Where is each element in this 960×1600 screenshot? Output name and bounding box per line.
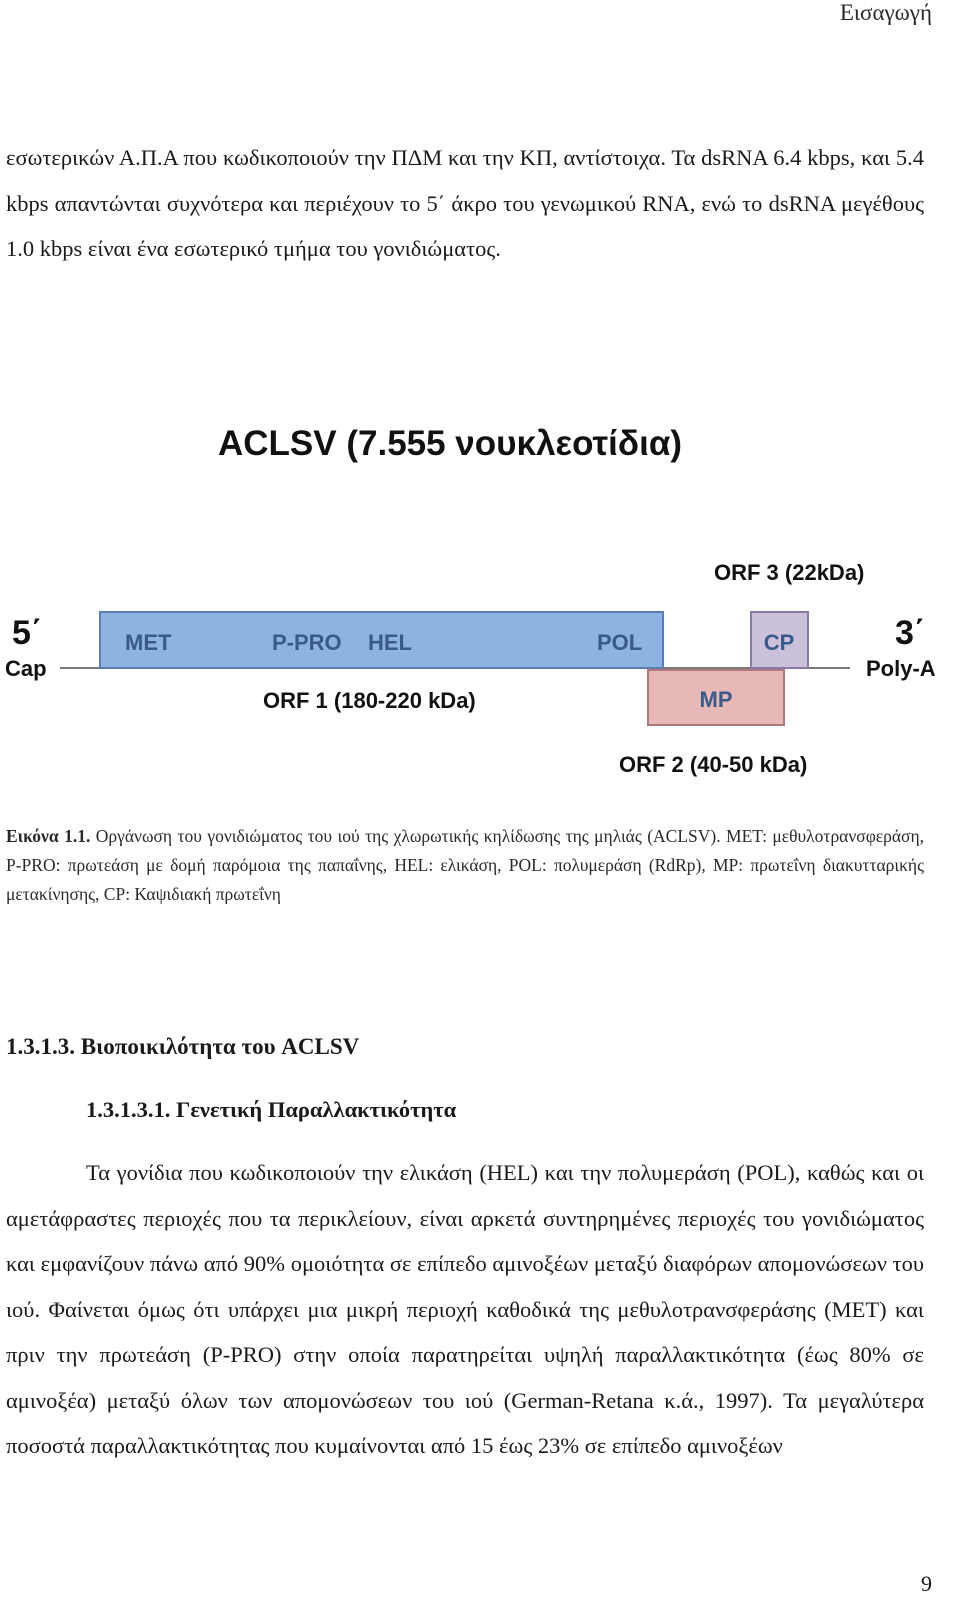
orf2-domain-mp: MP xyxy=(700,687,733,712)
running-header: Εισαγωγή xyxy=(839,0,932,25)
orf1-domain-met: MET xyxy=(125,630,172,655)
figure-title: ACLSV (7.555 νουκλεοτίδια) xyxy=(218,424,682,463)
orf2-label: ORF 2 (40-50 kDa) xyxy=(619,752,807,777)
orf1-label: ORF 1 (180-220 kDa) xyxy=(263,688,476,713)
figure-caption: Εικόνα 1.1. Οργάνωση του γονιδιώματος το… xyxy=(6,822,924,909)
orf1-domain-pol: POL xyxy=(597,630,642,655)
three-prime-poly-label: Poly-A xyxy=(866,656,936,681)
page-number: 9 xyxy=(921,1571,932,1596)
orf1-domain-p-pro: P-PRO xyxy=(272,630,342,655)
orf3-label: ORF 3 (22kDa) xyxy=(714,560,864,585)
three-prime-label: 3΄ xyxy=(895,614,925,652)
orf3-domain-cp: CP xyxy=(764,630,795,655)
orf1-domain-hel: HEL xyxy=(368,630,412,655)
genome-organization-diagram: ACLSV (7.555 νουκλεοτίδια) 5΄ Cap 3΄ Pol… xyxy=(5,424,936,777)
subsection-heading: 1.3.1.3.1. Γενετική Παραλλακτικότητα xyxy=(86,1097,457,1122)
figure-caption-label: Εικόνα 1.1. xyxy=(6,826,91,846)
figure-caption-text: Οργάνωση του γονιδιώματος του ιού της χλ… xyxy=(6,826,925,904)
orf1-box xyxy=(99,611,664,669)
body-paragraph: Τα γονίδια που κωδικοποιούν την ελικάση … xyxy=(6,1160,924,1458)
intro-paragraph: εσωτερικών Α.Π.Α που κωδικοποιούν την ΠΔ… xyxy=(6,145,924,261)
section-heading: 1.3.1.3. Βιοποικιλότητα του ACLSV xyxy=(6,1034,360,1059)
five-prime-label: 5΄ xyxy=(12,614,42,652)
orf2-box xyxy=(647,669,785,726)
orf3-box xyxy=(750,611,809,669)
five-prime-cap-label: Cap xyxy=(5,656,47,681)
